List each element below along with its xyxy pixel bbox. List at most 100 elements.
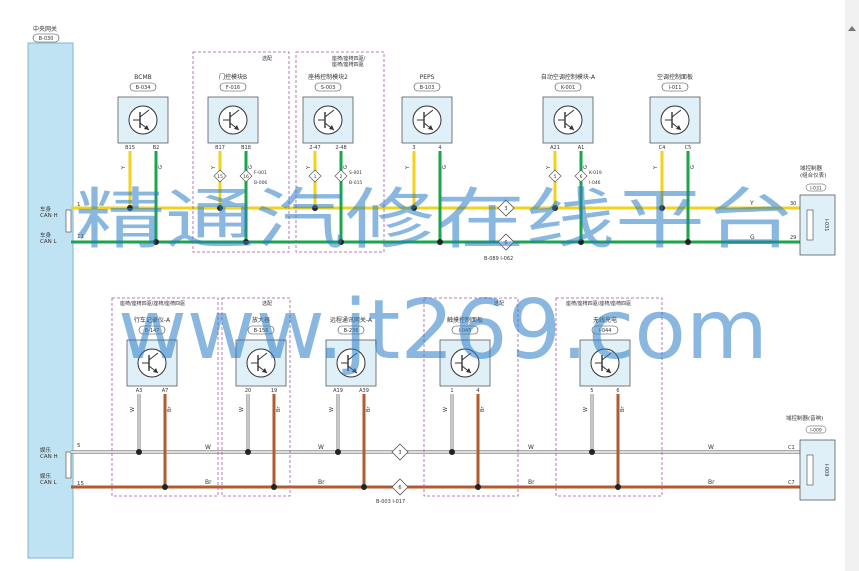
svg-text:I-046: I-046	[589, 180, 601, 186]
bottom-module-name: 行车记录仪-A	[134, 316, 171, 324]
bottom-module-name: 无线充电	[593, 316, 617, 324]
watermark-line-1: 精通汽修在线平台	[75, 181, 795, 258]
option-group-door	[192, 51, 290, 253]
svg-text:K-019: K-019	[589, 170, 602, 176]
svg-text:3: 3	[504, 206, 507, 212]
info-bus-label-3: Br	[318, 479, 325, 486]
top-module-code: I-011	[669, 85, 682, 91]
bottom-wire-label-h: W	[583, 407, 589, 412]
bottom-wire-label-l: Br	[366, 406, 372, 412]
info-splice-a: 3	[391, 443, 409, 461]
domain-top-label: 域控制器(组合仪表)	[800, 164, 826, 179]
svg-text:F-001: F-001	[254, 170, 267, 176]
group-tag-recorder: 座椅/座椅四驱/座椅/座椅四驱	[120, 300, 185, 307]
option-group-seat	[295, 51, 385, 253]
bottom-module-name: 远程通讯网关-A	[330, 316, 373, 324]
top-wire-label-h: Y	[121, 165, 127, 170]
scroll-up-arrow-icon[interactable]	[848, 26, 856, 31]
info-bus-label-1: Br	[205, 479, 212, 486]
domain-top-code: I-031	[810, 186, 822, 192]
top-pin-a: 2-47	[309, 145, 320, 151]
svg-text:2: 2	[340, 174, 343, 180]
top-module-name: BCMB	[134, 74, 152, 81]
top-pin-a: B15	[125, 145, 135, 151]
top-wire-label-h: Y	[211, 165, 217, 170]
top-pin-b: A1	[578, 145, 585, 151]
bottom-module-name: 触摸控制面板	[447, 316, 483, 324]
bottom-wire-label-l: Br	[480, 406, 486, 412]
bottom-pin-a: A19	[333, 388, 343, 394]
body-can-pin-l: 11	[77, 234, 84, 240]
bottom-wire-label-l: Br	[167, 406, 173, 412]
top-pin-b: 2-48	[335, 145, 346, 151]
svg-text:15: 15	[217, 174, 223, 180]
info-bus-label-4: W	[528, 444, 534, 451]
top-wire-label-l: G	[442, 165, 448, 169]
svg-text:6: 6	[398, 485, 401, 491]
top-module-name: 空调控制面板	[657, 73, 693, 81]
top-wire-label-l: G	[583, 165, 589, 169]
domain-bottom-pin-h: C1	[788, 445, 795, 451]
info-bus-label-0: W	[205, 444, 211, 451]
body-can-connector	[65, 209, 72, 233]
central-gateway-label: 中央网关	[33, 25, 57, 33]
top-module-code: F-016	[226, 85, 240, 91]
central-gateway-code-badge	[32, 33, 60, 43]
top-wire-label-h: Y	[546, 165, 552, 170]
central-gateway-panel	[27, 42, 74, 559]
bottom-module-code: B-236	[344, 328, 359, 334]
watermark-line-2: www.jt269.com	[118, 283, 768, 378]
option-group-touch	[423, 297, 519, 497]
body-can-pin-h: 1	[77, 202, 81, 208]
svg-text:1: 1	[314, 174, 317, 180]
bottom-wire-label-l: Br	[276, 406, 282, 412]
top-pin-b: C5	[685, 145, 692, 151]
bottom-pin-a: 5	[590, 388, 593, 394]
svg-text:6: 6	[580, 174, 583, 180]
top-pin-a: B17	[215, 145, 225, 151]
vertical-scrollbar[interactable]	[845, 0, 859, 571]
bottom-wire-label-h: W	[239, 407, 245, 412]
info-bus-label-7: Br	[708, 479, 715, 486]
top-module-name: 门控模块B	[219, 73, 247, 81]
top-pin-a: C4	[659, 145, 666, 151]
bottom-pin-b: A7	[162, 388, 169, 394]
bottom-pin-b: 6	[616, 388, 619, 394]
svg-text:5: 5	[554, 174, 557, 180]
bottom-pin-b: A39	[359, 388, 369, 394]
domain-bottom-pin-l: C7	[788, 480, 795, 486]
top-module-code: B-103	[420, 85, 435, 91]
body-splice-b: 6	[497, 233, 515, 251]
info-bus-label-5: Br	[528, 479, 535, 486]
domain-top-side-code: I-031	[823, 219, 829, 232]
top-module-name: PEPS	[420, 74, 435, 81]
info-can-pin-l: 15	[77, 481, 84, 487]
body-splice-a: 3	[497, 199, 515, 217]
bottom-wire-label-h: W	[130, 407, 136, 412]
group-tag-seat: 座椅/座椅四驱/座椅/座椅四驱	[332, 55, 366, 68]
top-wire-label-h: Y	[306, 165, 312, 170]
info-can-pin-h: 5	[77, 443, 81, 449]
bottom-pin-b: 19	[271, 388, 277, 394]
bottom-wire-label-h: W	[329, 407, 335, 412]
top-pin-b: B18	[241, 145, 251, 151]
bottom-pin-a: 20	[245, 388, 251, 394]
svg-text:S-001: S-001	[349, 170, 362, 176]
bottom-module-code: B-156	[254, 328, 269, 334]
bottom-pin-b: 4	[476, 388, 479, 394]
info-bus-label-6: W	[708, 444, 714, 451]
domain-bottom-label: 域控制器(音响)	[786, 414, 823, 422]
svg-text:B-015: B-015	[349, 180, 362, 186]
group-tag-amplifier: 选配	[262, 300, 272, 307]
bottom-pin-a: 1	[450, 388, 453, 394]
